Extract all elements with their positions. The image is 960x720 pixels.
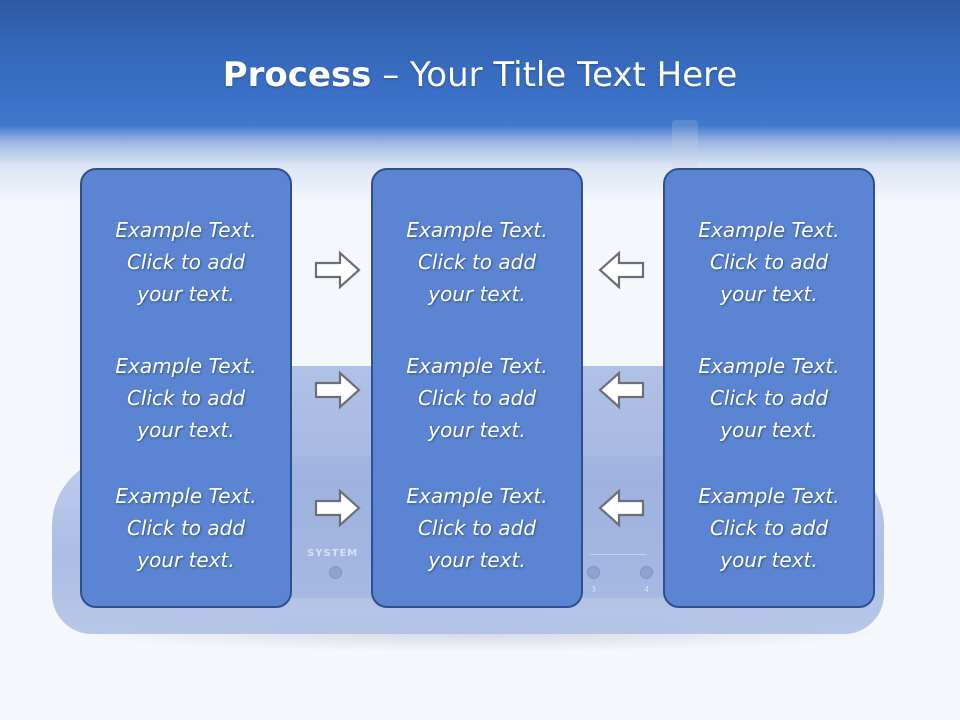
panel-center-text-2[interactable]: Example Text. Click to add your text. [406,354,548,442]
panel-right-text-1[interactable]: Example Text. Click to add your text. [698,218,840,306]
panel-center[interactable]: Example Text. Click to add your text. Ex… [371,168,583,608]
panel-right-text-2[interactable]: Example Text. Click to add your text. [698,354,840,442]
panel-left-text-2[interactable]: Example Text. Click to add your text. [115,354,257,442]
panel-left[interactable]: Example Text. Click to add your text. Ex… [80,168,292,608]
device-port-label: 3 [591,585,597,594]
device-led [329,566,342,579]
right-arrow-icon [314,250,361,290]
device-system-label: SYSTEM [307,548,359,559]
slide-title-rest: – Your Title Text Here [371,55,738,95]
left-arrow-icon [598,488,645,528]
panel-left-text-1[interactable]: Example Text. Click to add your text. [115,218,257,306]
slide-title-bold: Process [222,55,372,95]
left-arrow-icon [598,370,645,410]
device-divider [590,554,646,555]
panel-left-text-3[interactable]: Example Text. Click to add your text. [115,484,257,572]
title-banner [0,0,960,200]
device-led [587,566,600,579]
panel-center-text-3[interactable]: Example Text. Click to add your text. [406,484,548,572]
right-arrow-icon [314,488,361,528]
device-port-label: 4 [644,585,650,594]
left-arrow-icon [598,250,645,290]
device-led [640,566,653,579]
slide-title[interactable]: Process – Your Title Text Here [0,54,960,96]
panel-right[interactable]: Example Text. Click to add your text. Ex… [663,168,875,608]
right-arrow-icon [314,370,361,410]
panel-right-text-3[interactable]: Example Text. Click to add your text. [698,484,840,572]
panel-center-text-1[interactable]: Example Text. Click to add your text. [406,218,548,306]
